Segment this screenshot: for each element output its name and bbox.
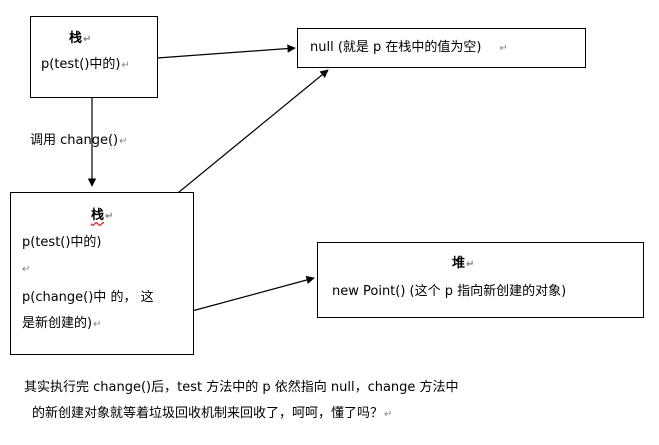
stack-bottom-test-p-label: p(test()中的) xyxy=(22,235,102,250)
return-mark: ↵ xyxy=(93,319,102,330)
return-mark: ↵ xyxy=(83,34,92,45)
return-mark: ↵ xyxy=(22,264,31,275)
arrow-stack-top-to-null xyxy=(156,44,296,59)
stack-top-p-label: p(test()中的) xyxy=(41,57,121,72)
stack-bottom-change-p-label-line1: p(change()中 的， 这 xyxy=(22,290,154,305)
heap-object-text: new Point() (这个 p 指向新创建的对象) xyxy=(332,284,567,299)
explanation-line-2: 的新创建对象就等着垃圾回收机制来回收了，呵呵，懂了吗？ xyxy=(32,406,384,421)
null-box-text: null (就是 p 在栈中的值为空) xyxy=(310,40,482,55)
stack-top-title: 栈 xyxy=(69,31,83,46)
stack-bottom-box: 栈↵ p(test()中的) ↵ p(change()中 的， 这 是新创建的)… xyxy=(10,192,194,355)
stack-bottom-title: 栈 xyxy=(91,208,105,223)
call-change-label: 调用 change() xyxy=(30,133,119,148)
return-mark: ↵ xyxy=(121,60,130,71)
return-mark: ↵ xyxy=(466,259,475,270)
heap-title: 堆 xyxy=(452,256,466,271)
return-mark: ↵ xyxy=(384,409,393,420)
return-mark: ↵ xyxy=(119,136,128,147)
explanation-line-1: 其实执行完 change()后，test 方法中的 p 依然指向 null，ch… xyxy=(24,380,459,395)
heap-box: 堆↵ new Point() (这个 p 指向新创建的对象) xyxy=(317,242,644,318)
stack-bottom-change-p-label-line2: 是新创建的) xyxy=(22,316,93,331)
null-box: null (就是 p 在栈中的值为空) ↵ xyxy=(297,28,586,68)
return-mark: ↵ xyxy=(499,43,508,54)
stack-top-box: 栈↵ p(test()中的)↵ xyxy=(30,16,158,98)
return-mark: ↵ xyxy=(105,211,114,222)
